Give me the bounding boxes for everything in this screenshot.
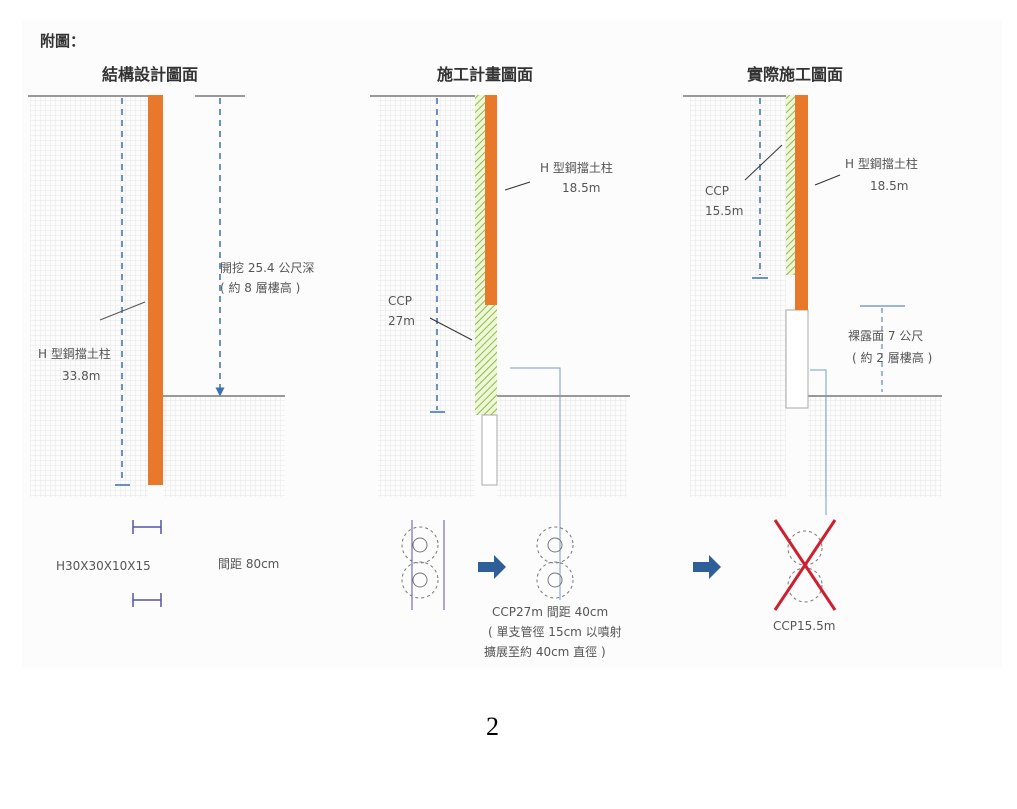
excavation-floors: ( 約 8 層樓高 )	[220, 280, 300, 295]
ccp-column	[786, 95, 795, 275]
h-steel-column	[485, 95, 497, 305]
spacing-label: 間距 80cm	[218, 557, 279, 571]
column-label: H 型鋼擋土柱	[38, 346, 111, 361]
column-label: H 型鋼擋土柱	[845, 156, 918, 171]
column-length: 18.5m	[870, 179, 908, 193]
panel-title: 實際施工圖面	[747, 65, 843, 84]
h-steel-column	[795, 95, 808, 310]
ccp-label: CCP	[705, 184, 729, 198]
h-section-icon	[132, 520, 162, 607]
h-steel-column	[148, 95, 163, 485]
ccp-length: 15.5m	[705, 204, 743, 218]
ccp-circles-icon	[401, 526, 574, 599]
page-number: 2	[486, 712, 499, 741]
figure-label: 附圖：	[40, 32, 85, 50]
panel-structural-design: 結構設計圖面 開挖 25.4 公尺深 ( 約 8 層樓高 ) H 型鋼擋土柱 3…	[28, 65, 314, 607]
excavation-depth: 開挖 25.4 公尺深	[220, 260, 314, 275]
ccp-length: 27m	[388, 314, 415, 328]
arrow-right-icon	[478, 555, 506, 579]
exposed-height: 裸露面 7 公尺	[848, 328, 923, 343]
panel-title: 施工計畫圖面	[437, 65, 533, 84]
column-length: 33.8m	[62, 369, 100, 383]
ccp-note: ( 單支管徑 15cm 以噴射	[488, 624, 622, 639]
column-label: H 型鋼擋土柱	[540, 160, 613, 175]
ccp-column	[475, 305, 497, 415]
ccp-note: CCP15.5m	[773, 619, 835, 633]
cross-icon	[773, 519, 837, 611]
panel-title: 結構設計圖面	[102, 65, 198, 84]
arrow-right-icon	[693, 555, 721, 579]
ccp-note: 擴展至約 40cm 直徑 )	[484, 644, 606, 659]
section-label: H30X30X10X15	[56, 559, 151, 573]
ccp-label: CCP	[388, 294, 412, 308]
panel-construction-plan: 施工計畫圖面 H 型鋼擋土柱 18.5m CCP 27m CCP27m 間距 4…	[370, 65, 630, 659]
panel-actual-construction: 實際施工圖面 H 型鋼擋土柱 18.5m CCP 15.5m 裸露面 7 公尺 …	[683, 65, 942, 633]
exposed-floors: ( 約 2 層樓高 )	[852, 350, 932, 365]
column-length: 18.5m	[562, 181, 600, 195]
ccp-note: CCP27m 間距 40cm	[492, 605, 608, 619]
